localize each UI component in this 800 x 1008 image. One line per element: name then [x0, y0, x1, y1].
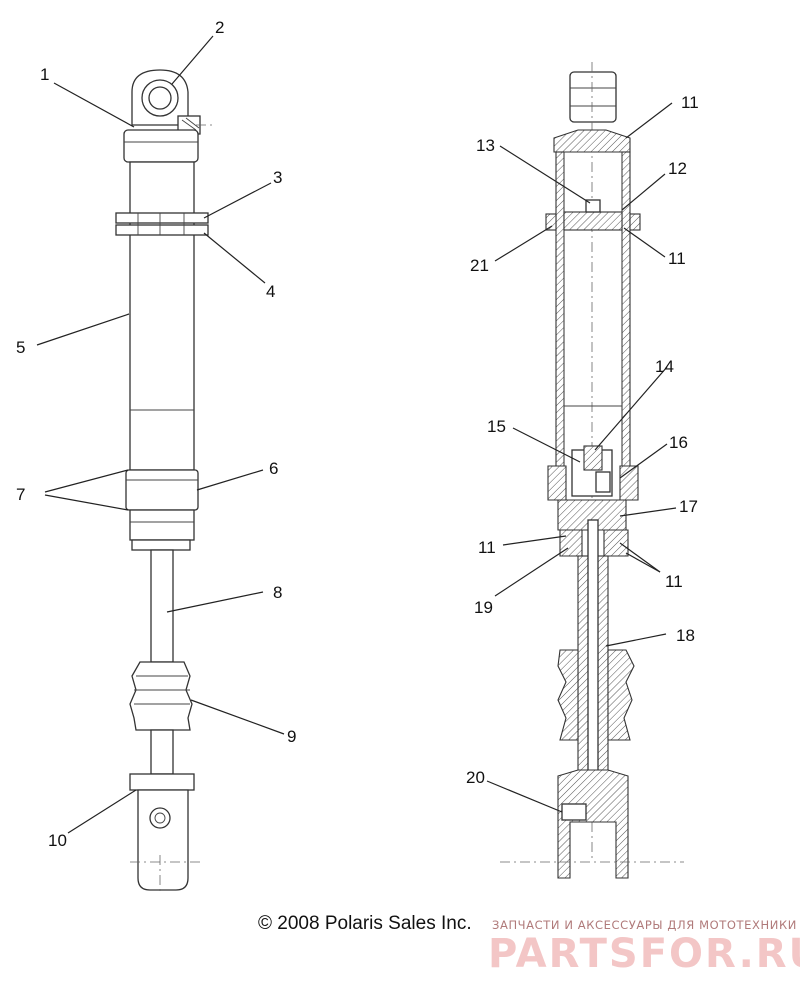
watermark-tagline: ЗАПЧАСТИ И АКСЕССУАРЫ ДЛЯ МОТОТЕХНИКИ: [492, 918, 797, 932]
callout-20: 20: [466, 768, 485, 787]
shock-body: [129, 161, 195, 471]
leader-lines: [36, 35, 677, 834]
callout-labels: 1 2 3 4 5 6 7 8 9 10 11 13 12 21 11 14 1…: [16, 18, 699, 850]
callout-1: 1: [40, 65, 49, 84]
copyright-text: © 2008 Polaris Sales Inc.: [258, 913, 472, 934]
callout-12: 12: [668, 159, 687, 178]
floating-piston: [563, 211, 623, 231]
callout-11-seal-left: 11: [478, 538, 496, 557]
spring-adjuster-rings: [115, 212, 209, 236]
callout-9: 9: [287, 727, 296, 746]
callout-11-top: 11: [681, 93, 699, 112]
lower-collar: [125, 469, 199, 511]
main-piston: [547, 465, 567, 501]
callout-17: 17: [679, 497, 698, 516]
callout-19: 19: [474, 598, 493, 617]
callout-13: 13: [476, 136, 495, 155]
callout-15: 15: [487, 417, 506, 436]
lower-eyelet: [129, 773, 200, 895]
callout-7: 7: [16, 485, 25, 504]
callout-11-seal-right: 11: [665, 572, 683, 591]
callout-14: 14: [655, 357, 674, 376]
seal-head: [129, 509, 195, 541]
callout-10: 10: [48, 831, 67, 850]
callout-5: 5: [16, 338, 25, 357]
callout-11-piston: 11: [668, 249, 686, 268]
callout-16: 16: [669, 433, 688, 452]
callout-6: 6: [269, 459, 278, 478]
section-view: [500, 62, 684, 879]
exterior-view: [115, 69, 214, 895]
callout-4: 4: [266, 282, 275, 301]
callout-2: 2: [215, 18, 224, 37]
callout-8: 8: [273, 583, 282, 602]
top-cap: [123, 129, 199, 163]
bumper: [129, 661, 193, 731]
callout-3: 3: [273, 168, 282, 187]
top-eyelet: [131, 69, 214, 135]
callout-21: 21: [470, 256, 489, 275]
callout-18: 18: [676, 626, 695, 645]
watermark-brand: PARTSFOR.RU: [488, 931, 800, 977]
shaft: [150, 549, 174, 663]
